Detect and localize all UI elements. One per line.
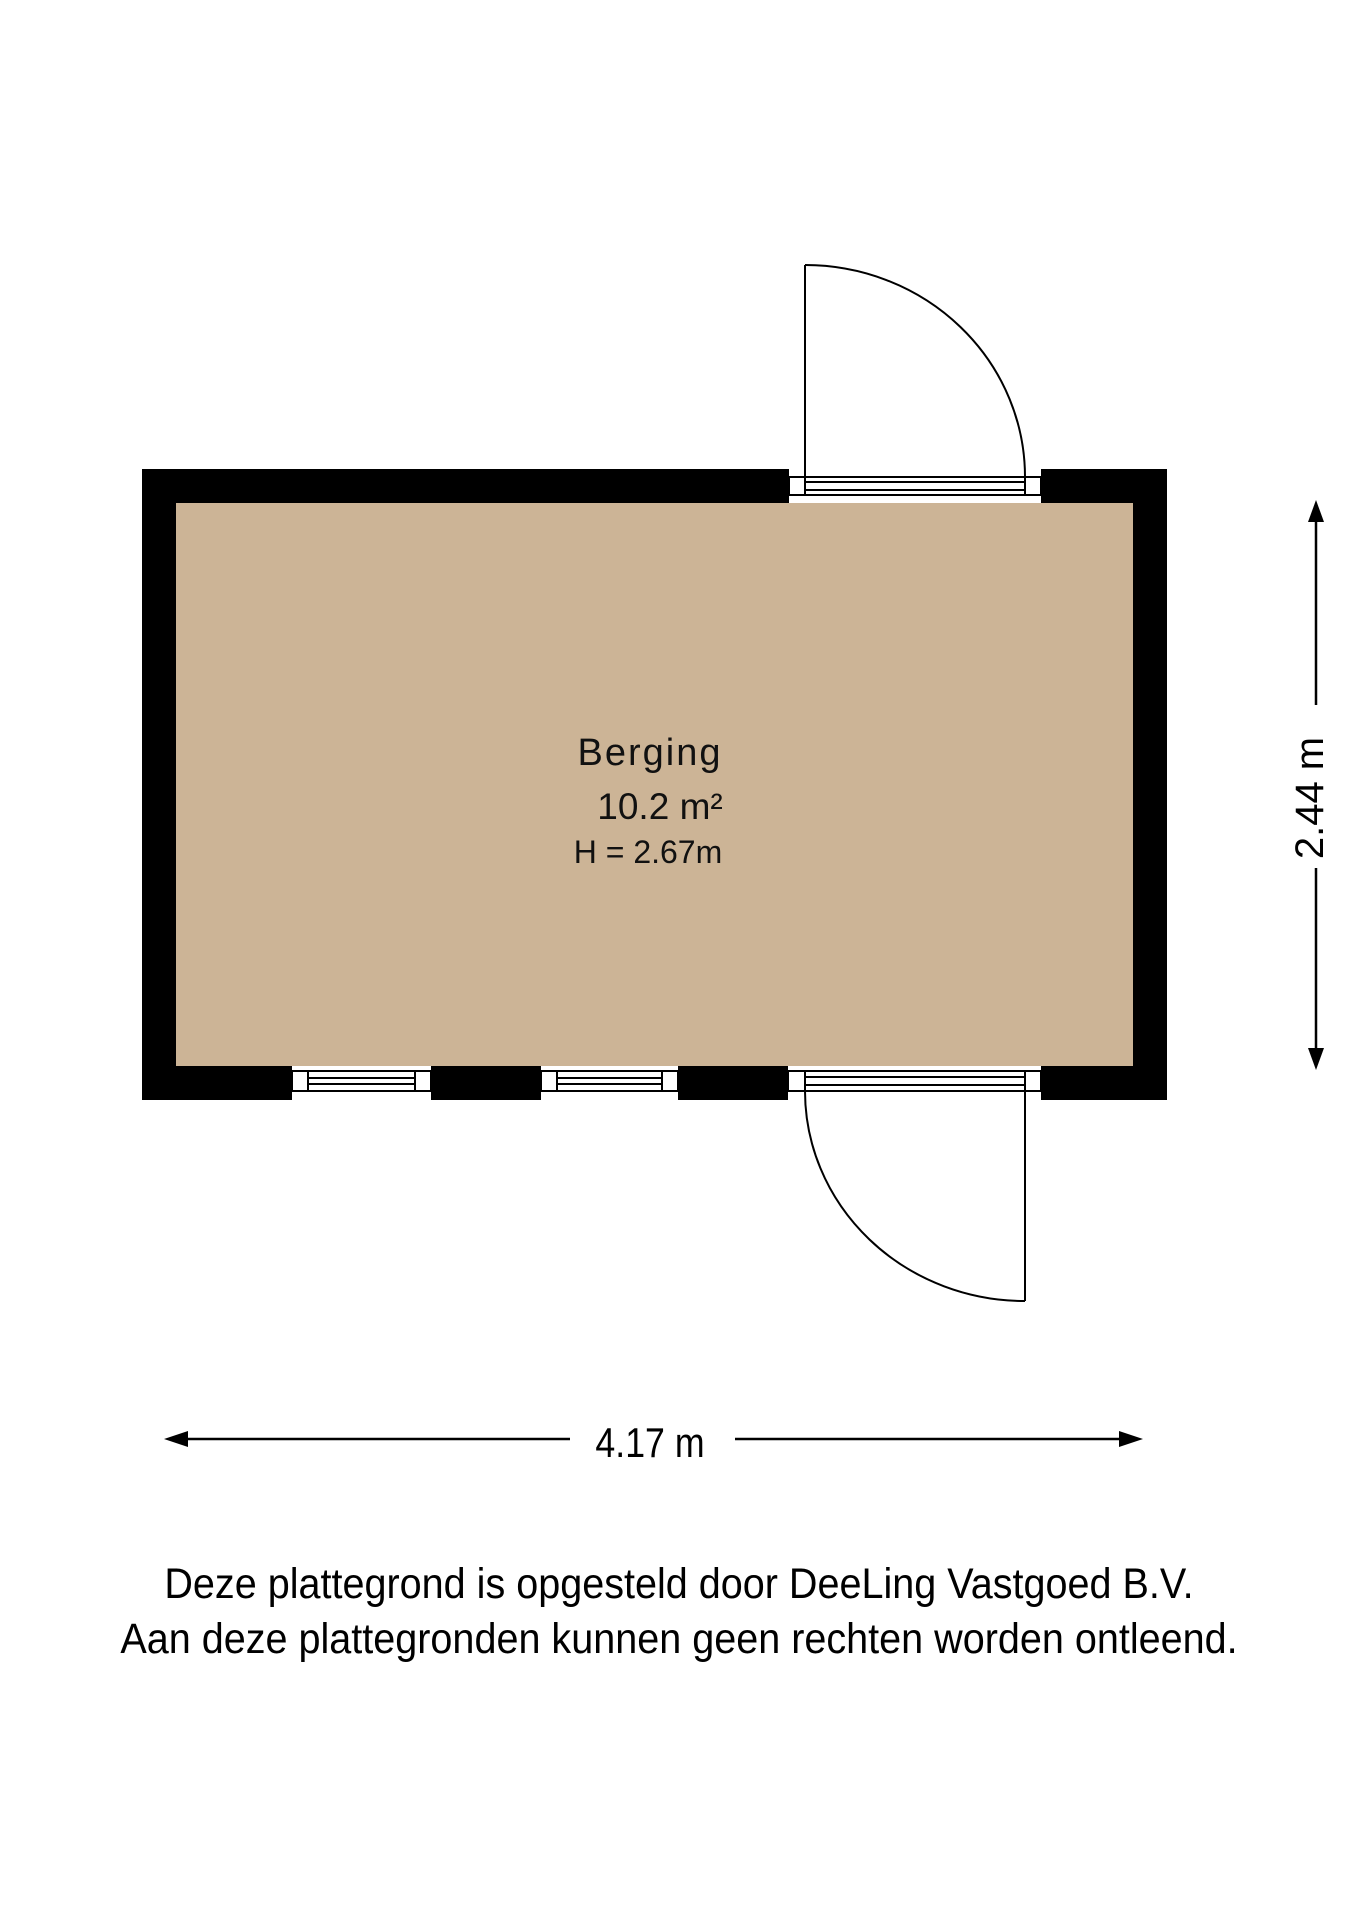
arrow-down-icon: [1308, 1048, 1324, 1070]
wall-bottom-4: [1041, 1066, 1167, 1100]
arrow-left-icon: [164, 1431, 188, 1447]
window-1: [291, 1070, 432, 1092]
footer-disclaimer-line-2: Aan deze plattegronden kunnen geen recht…: [120, 1615, 1238, 1663]
wall-bottom-3: [678, 1066, 788, 1100]
width-dimension-line: [164, 1431, 1143, 1447]
room-name: Berging: [577, 732, 723, 774]
arrow-right-icon: [1119, 1431, 1143, 1447]
bottom-door[interactable]: [787, 1070, 1042, 1302]
room-area: 10.2 m²: [597, 786, 723, 827]
width-dimension-label: 4.17 m: [595, 1419, 705, 1466]
depth-dimension-line: [1308, 500, 1324, 1070]
depth-dimension-label: 2.44 m: [1288, 736, 1332, 860]
room-height: H = 2.67m: [573, 834, 723, 870]
arrow-up-icon: [1308, 500, 1324, 522]
top-door[interactable]: [788, 264, 1042, 496]
window-2: [540, 1070, 679, 1092]
footer-disclaimer-line-1: Deze plattegrond is opgesteld door DeeLi…: [164, 1560, 1194, 1608]
wall-right: [1133, 469, 1167, 1100]
wall-top-left: [142, 469, 789, 503]
wall-left: [142, 469, 176, 1100]
room-floor: [175, 503, 1134, 1066]
wall-bottom-2: [431, 1066, 541, 1100]
wall-bottom-1: [142, 1066, 292, 1100]
